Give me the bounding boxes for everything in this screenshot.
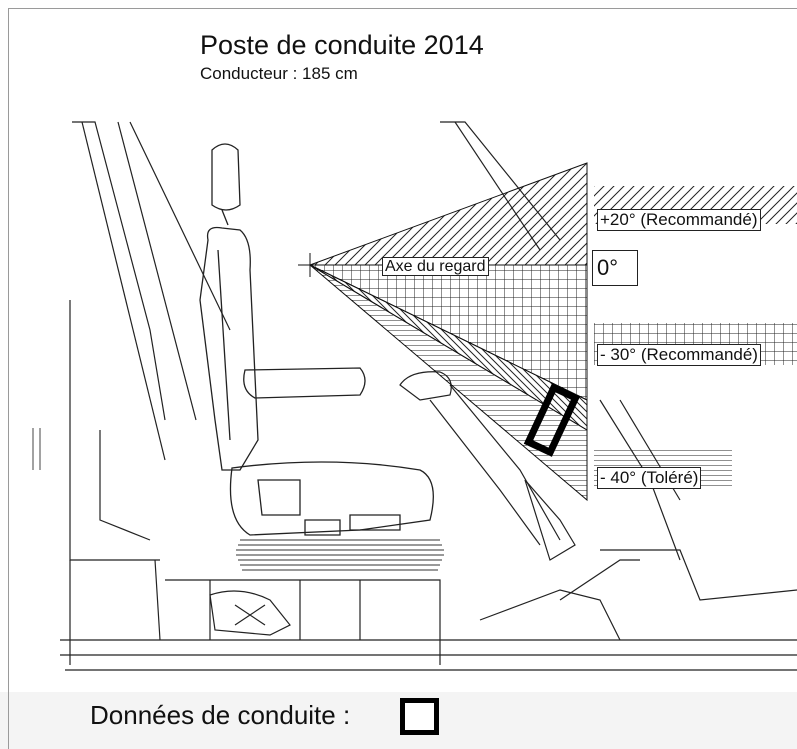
driving-data-legend-box bbox=[400, 698, 439, 735]
zero-degree-label: 0° bbox=[592, 250, 638, 286]
seat-suspension bbox=[236, 539, 444, 571]
driving-data-marker bbox=[523, 383, 581, 457]
side-tick-marks bbox=[32, 428, 41, 470]
seat-base bbox=[209, 590, 291, 636]
footer-label: Données de conduite : bbox=[90, 700, 351, 730]
seat bbox=[199, 143, 434, 536]
page-title: Poste de conduite 2014 bbox=[200, 30, 484, 60]
frame-top-line bbox=[8, 8, 797, 9]
footer-band bbox=[0, 692, 797, 749]
zone-label-minus40: - 40° (Toléré) bbox=[597, 467, 702, 489]
page-subtitle: Conducteur : 185 cm bbox=[200, 64, 358, 83]
frame-left-line bbox=[8, 8, 9, 749]
gaze-axis-label: Axe du regard bbox=[382, 257, 489, 276]
steering-column bbox=[399, 371, 576, 561]
zone-label-plus20: +20° (Recommandé) bbox=[597, 209, 761, 231]
sight-fan bbox=[298, 162, 588, 502]
zone-label-minus30: - 30° (Recommandé) bbox=[597, 344, 761, 366]
